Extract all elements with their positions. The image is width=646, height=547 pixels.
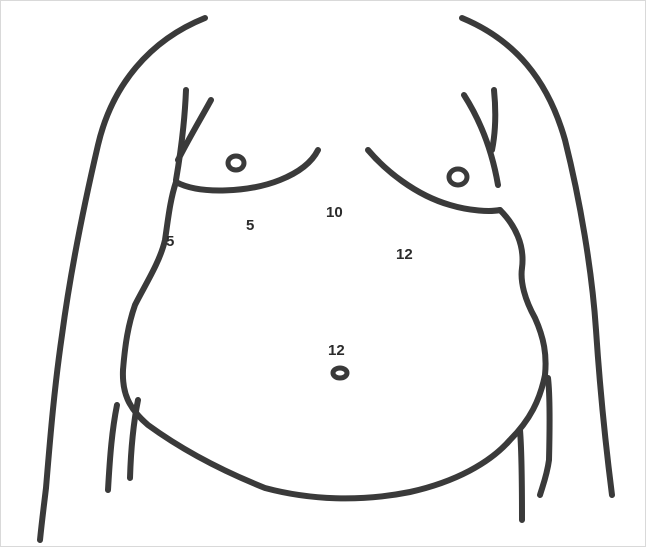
label-left-upper-quadrant: 12 — [396, 247, 413, 262]
abdomen-outline — [123, 370, 545, 498]
left-breast-fold — [176, 150, 318, 190]
right-nipple-icon — [449, 169, 467, 185]
umbilicus-icon — [333, 368, 347, 378]
label-right-upper-quadrant: 5 — [246, 218, 254, 233]
right-flank-upper — [500, 210, 546, 375]
left-arm-tick — [108, 405, 117, 490]
label-right-flank: 5 — [166, 234, 174, 249]
label-umbilicus: 12 — [328, 343, 345, 358]
left-axilla-line — [176, 90, 186, 180]
left-nipple-icon — [228, 156, 244, 170]
right-arm-tick — [520, 430, 522, 520]
right-arm-outline — [462, 18, 612, 495]
right-breast-fold — [368, 150, 500, 211]
right-axilla-line-2 — [492, 90, 495, 150]
left-flank-upper — [123, 182, 176, 370]
label-epigastrium: 10 — [326, 205, 343, 220]
left-arm-outline — [40, 18, 205, 540]
